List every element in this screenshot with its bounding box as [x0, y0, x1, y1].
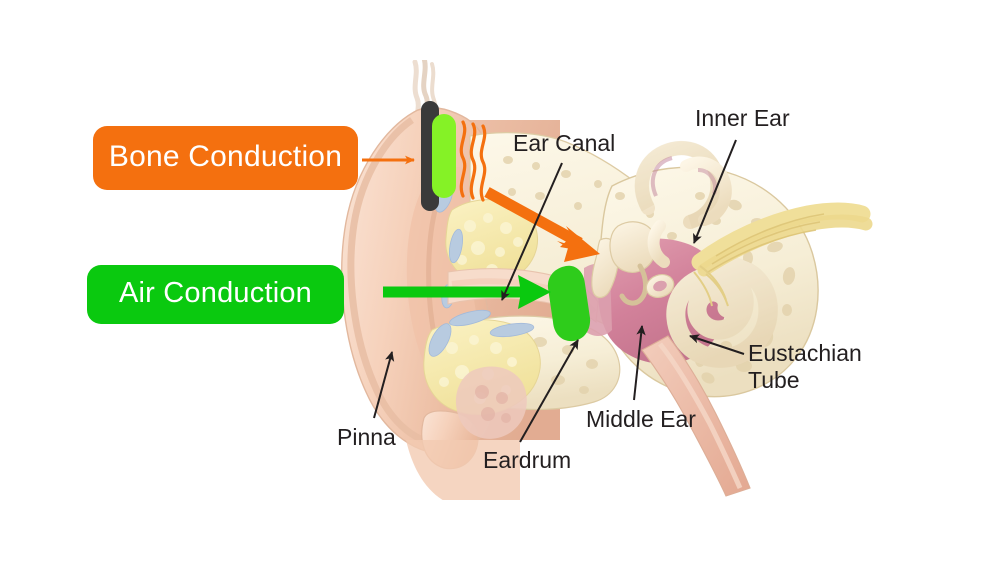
bone-conduction-device-group — [421, 101, 456, 211]
auditory-nerve — [691, 202, 873, 307]
bone-conduction-arrow — [484, 187, 600, 262]
leader-inner-ear — [693, 139, 737, 244]
cochlea-group — [666, 257, 778, 368]
bone-device-pad — [432, 114, 456, 198]
label-eardrum: Eardrum — [483, 447, 572, 473]
callout-bone-conduction-label: Bone Conduction — [108, 140, 343, 173]
callout-bone-conduction[interactable]: Bone Conduction — [93, 126, 358, 190]
label-ear-canal: Ear Canal — [513, 130, 616, 156]
label-middle-ear: Middle Ear — [586, 406, 696, 432]
callout-air-conduction-label: Air Conduction — [118, 277, 312, 309]
label-eustachian-tube: Eustachian Tube — [748, 340, 862, 393]
air-conduction-arrow — [383, 275, 551, 309]
label-pinna: Pinna — [337, 424, 396, 450]
ossicles-group — [591, 221, 675, 306]
leader-lines — [373, 139, 745, 443]
eardrum-highlight — [547, 265, 591, 342]
label-inner-ear: Inner Ear — [695, 105, 790, 131]
leader-ear-canal — [501, 162, 563, 301]
leader-middle-ear — [633, 325, 646, 401]
leader-pinna — [373, 351, 395, 419]
semicircular-canals — [634, 140, 732, 268]
fat-and-cartilage-group — [423, 183, 541, 439]
eustachian-tube-group — [641, 335, 751, 497]
callout-air-conduction[interactable]: Air Conduction — [87, 265, 344, 324]
leader-eustachian — [689, 334, 745, 355]
vibration-waves — [459, 120, 487, 202]
leader-eardrum — [519, 339, 579, 443]
